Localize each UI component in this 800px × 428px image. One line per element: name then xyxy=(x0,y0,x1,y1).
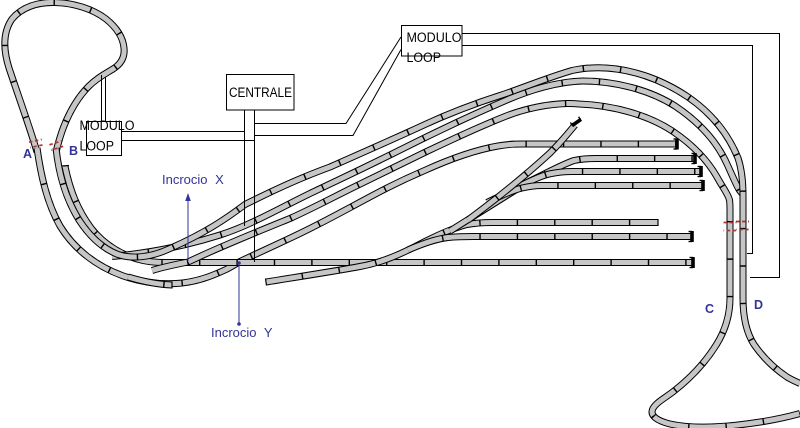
box-outline xyxy=(401,25,463,57)
modulo-loop-left-line2: LOOP xyxy=(80,139,115,154)
crossing-y-dot-bottom xyxy=(237,322,241,326)
endpoint-c-label: C xyxy=(705,302,714,316)
crossing-y-dot-top xyxy=(237,261,241,265)
buffer-stop xyxy=(689,256,695,269)
track-siding-5 xyxy=(266,223,658,283)
wire-left-box-to-centrale xyxy=(121,131,255,141)
rail-gap-marker-c xyxy=(723,221,737,232)
wiring-lines xyxy=(101,33,780,278)
rail-gap-dash xyxy=(49,140,63,146)
buffer-nub xyxy=(569,122,573,126)
wire-right-box-to-track-d xyxy=(462,33,780,278)
buffer-nub xyxy=(578,116,582,121)
endpoint-d-label: D xyxy=(754,298,763,312)
box-outline xyxy=(226,74,295,111)
track-end-tick xyxy=(264,278,268,286)
track-fill xyxy=(408,237,691,251)
rail-gap-dash xyxy=(50,145,64,151)
rail-gap-dash xyxy=(28,138,42,143)
centrale-box: CENTRALE xyxy=(226,74,295,111)
modulo-loop-right-line2: LOOP xyxy=(407,50,442,65)
buffer-bar xyxy=(570,117,583,128)
track-fill xyxy=(266,223,658,283)
isolation-markers xyxy=(28,138,749,232)
wire-centrale-to-right-box xyxy=(254,36,402,136)
modulo-loop-right-box: MODULO LOOP xyxy=(401,25,463,65)
crossing-x-arrowhead xyxy=(185,193,191,201)
annotations: Incrocio X Incrocio Y A B C D xyxy=(23,144,763,340)
modulo-loop-left-line1: MODULO xyxy=(80,118,135,133)
control-boxes: MODULO LOOP CENTRALE MODULO LOOP xyxy=(80,25,463,156)
track-end-tick xyxy=(61,164,70,167)
buffer-stop xyxy=(688,230,694,243)
rail-gap-marker-d xyxy=(736,220,749,231)
crossing-y-label: Incrocio Y xyxy=(211,325,273,340)
centrale-label: CENTRALE xyxy=(229,85,292,100)
modulo-loop-left-box: MODULO LOOP xyxy=(80,118,135,156)
endpoint-a-label: A xyxy=(23,147,32,161)
rail-gap-dash xyxy=(30,144,44,149)
wire-left-box-to-loop xyxy=(101,75,106,122)
buffer-stop xyxy=(673,138,679,150)
modulo-loop-right-line1: MODULO xyxy=(407,30,462,45)
buffer-stops xyxy=(569,116,705,269)
buffer-stop xyxy=(697,165,703,178)
endpoint-b-label: B xyxy=(69,144,78,158)
track-siding-6 xyxy=(408,237,691,251)
buffer-stop xyxy=(569,116,583,128)
track-siding-4 xyxy=(487,186,702,203)
buffer-stop xyxy=(691,152,697,165)
crossing-x-label: Incrocio X xyxy=(162,172,224,187)
track-end-ticks xyxy=(61,164,659,289)
buffer-stop xyxy=(699,179,705,192)
track-network xyxy=(5,2,800,427)
box-outline xyxy=(86,121,122,156)
rail-gap-marker-a xyxy=(28,138,44,149)
rail-gap-marker-b xyxy=(49,140,64,151)
